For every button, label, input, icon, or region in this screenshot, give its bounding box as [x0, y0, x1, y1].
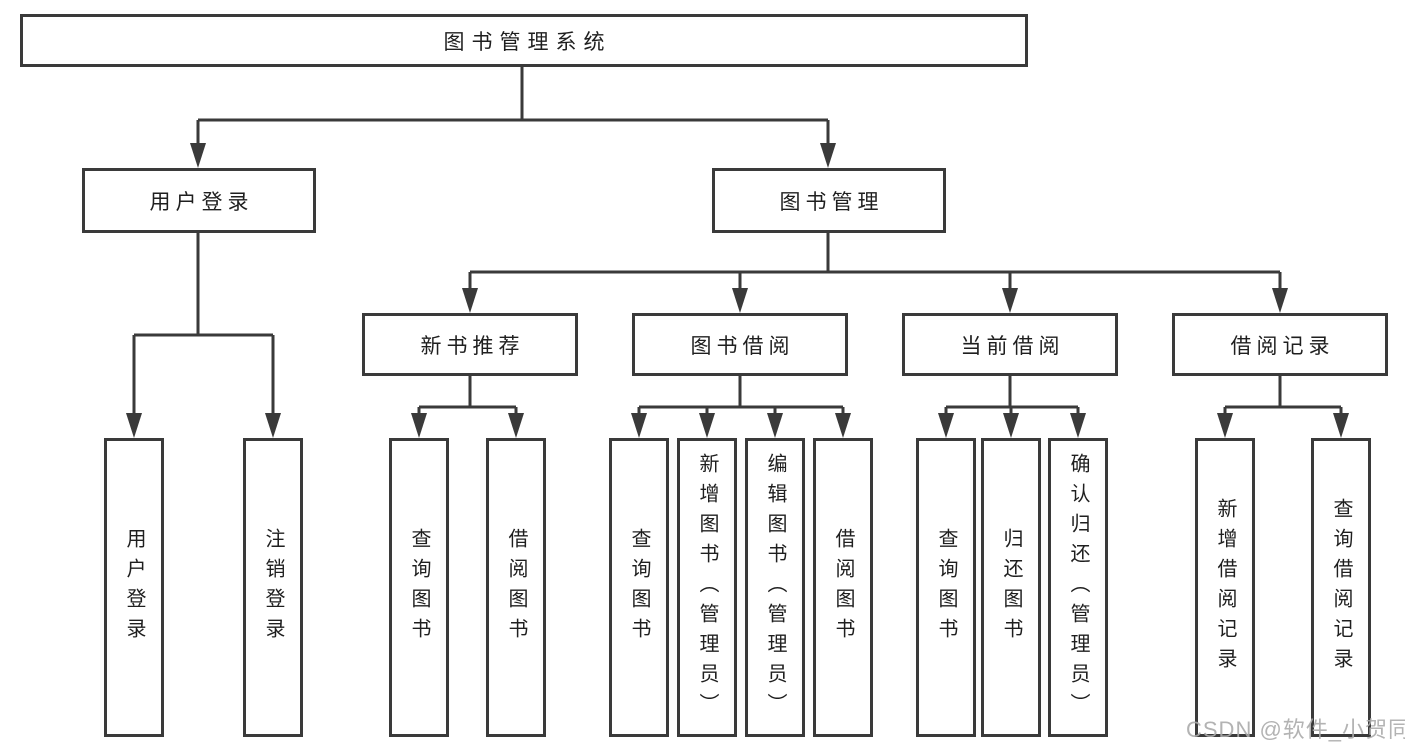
leaf-confirm-return-admin: 确认归还（管理员）	[1048, 438, 1108, 737]
connector-root-to-level2	[190, 66, 836, 168]
leaf-query-borrow-record: 查询借阅记录	[1311, 438, 1371, 737]
connector-current-borrow-children	[938, 375, 1086, 438]
leaf-label: 用户登录	[123, 527, 145, 648]
leaf-label: 借阅图书	[832, 527, 854, 648]
connector-book-borrow-children	[631, 375, 851, 438]
arrowhead-icon	[1002, 288, 1018, 313]
connector-line	[417, 375, 518, 416]
leaf-label: 借阅图书	[505, 527, 527, 648]
arrowhead-icon	[190, 143, 206, 168]
arrowhead-icon	[1070, 413, 1086, 438]
leaf-label: 查询图书	[628, 527, 650, 648]
node-borrow-records-label: 借阅记录	[1230, 334, 1335, 358]
leaf-label: 归还图书	[1000, 527, 1022, 648]
arrowhead-icon	[1217, 413, 1233, 438]
arrowhead-icon	[631, 413, 647, 438]
connector-line	[132, 233, 275, 416]
arrowhead-icon	[938, 413, 954, 438]
leaf-query-books-current: 查询图书	[916, 438, 976, 737]
node-user-login: 用户登录	[82, 168, 316, 233]
node-book-management: 图书管理	[712, 168, 946, 233]
connector-line	[468, 233, 1282, 290]
leaf-edit-books-admin: 编辑图书（管理员）	[745, 438, 805, 737]
node-root: 图书管理系统	[20, 14, 1028, 67]
leaf-return-books: 归还图书	[981, 438, 1041, 737]
leaf-borrow-books: 借阅图书	[813, 438, 873, 737]
connector-line	[944, 375, 1080, 416]
arrowhead-icon	[411, 413, 427, 438]
leaf-label: 查询图书	[408, 527, 430, 648]
node-book-borrow-label: 图书借阅	[690, 334, 795, 358]
arrowhead-icon	[265, 413, 281, 438]
arrowhead-icon	[462, 288, 478, 313]
arrowhead-icon	[835, 413, 851, 438]
leaf-label: 注销登录	[262, 527, 284, 648]
leaf-borrow-books-recommend: 借阅图书	[486, 438, 546, 737]
connector-borrow-records-children	[1217, 375, 1349, 438]
connector-line	[196, 66, 830, 146]
leaf-label: 新增借阅记录	[1214, 497, 1236, 678]
connector-line	[637, 375, 845, 416]
node-root-label: 图书管理系统	[443, 30, 612, 54]
watermark-text: CSDN @软件_小贺同学	[1186, 717, 1405, 742]
leaf-label: 查询借阅记录	[1330, 497, 1352, 678]
connector-line	[1223, 375, 1343, 416]
node-current-borrow-label: 当前借阅	[960, 334, 1065, 358]
arrowhead-icon	[1272, 288, 1288, 313]
leaf-add-books-admin: 新增图书（管理员）	[677, 438, 737, 737]
arrowhead-icon	[126, 413, 142, 438]
arrowhead-icon	[699, 413, 715, 438]
arrowhead-icon	[767, 413, 783, 438]
node-book-borrow: 图书借阅	[632, 313, 848, 376]
node-current-borrow: 当前借阅	[902, 313, 1118, 376]
node-new-book-recommend: 新书推荐	[362, 313, 578, 376]
leaf-label: 确认归还（管理员）	[1067, 452, 1089, 723]
arrowhead-icon	[820, 143, 836, 168]
leaf-add-borrow-record: 新增借阅记录	[1195, 438, 1255, 737]
node-book-management-label: 图书管理	[779, 190, 884, 214]
arrowhead-icon	[508, 413, 524, 438]
leaf-query-books-borrow: 查询图书	[609, 438, 669, 737]
leaf-user-login: 用户登录	[104, 438, 164, 737]
leaf-logout: 注销登录	[243, 438, 303, 737]
arrowhead-icon	[1333, 413, 1349, 438]
connector-book-management-children	[462, 233, 1288, 313]
connector-new-book-children	[411, 375, 524, 438]
leaf-label: 查询图书	[935, 527, 957, 648]
arrowhead-icon	[732, 288, 748, 313]
connector-user-login-children	[126, 233, 281, 438]
leaf-label: 编辑图书（管理员）	[764, 452, 786, 723]
leaf-query-books-recommend: 查询图书	[389, 438, 449, 737]
node-borrow-records: 借阅记录	[1172, 313, 1388, 376]
node-new-book-recommend-label: 新书推荐	[420, 334, 525, 358]
node-user-login-label: 用户登录	[149, 190, 254, 214]
leaf-label: 新增图书（管理员）	[696, 452, 718, 723]
arrowhead-icon	[1003, 413, 1019, 438]
